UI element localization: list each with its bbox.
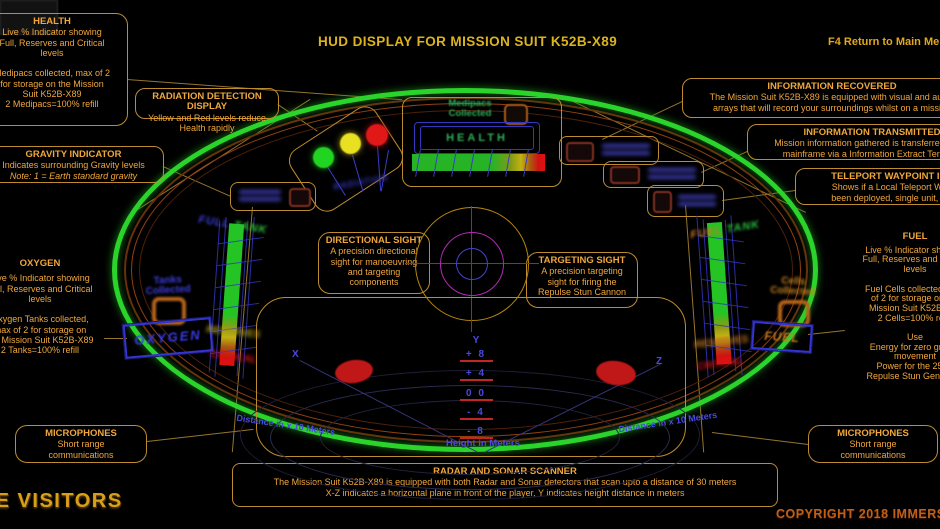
oxygen-label: OXYGEN [133,327,203,348]
page-title: HUD DISPLAY FOR MISSION SUIT K52B-X89 [318,34,618,49]
callout-health: HEALTH Live % Indicator showing Full, Re… [0,13,128,126]
radiation-yellow-light [340,133,361,154]
callout-gravity-body: Indicates surrounding Gravity levels [2,160,145,171]
radar-grid-arc [270,385,670,490]
callout-radiation-body: Yellow and Red levels reduce Health rapi… [148,112,266,133]
connector-line [808,330,845,335]
callout-health-title: HEALTH [33,16,71,27]
callout-fuel-title: FUEL [902,231,928,242]
radar-height-label: Height in Meters [446,438,520,449]
callout-directional-title: DIRECTIONAL SIGHT [325,235,423,246]
medipacs-collected-label: Medipacs Collected [448,98,492,119]
indicator-teleport [647,185,724,217]
callout-teleport-title: TELEPORT WAYPOINT INDICATOR [831,171,940,182]
health-gauge-frame-outer [414,122,540,154]
health-gauge-frame-inner: HEALTH [420,126,534,150]
cells-collected-label: Cells Collected [769,275,816,299]
callout-oxygen-title: OXYGEN [19,258,61,269]
radiation-green-light [313,147,334,168]
indicator-text-blur [648,165,696,182]
indicator-text-blur [602,141,650,158]
crosshair-inner-ring [456,248,488,280]
callout-info-recovered-title: INFORMATION RECOVERED [767,81,897,92]
callout-info-recovered-body: The Mission Suit K52B-X89 is equipped wi… [709,92,940,113]
callout-radiation: RADIATION DETECTION DISPLAY Yellow and R… [135,88,279,133]
radar-scale-rule [460,437,493,439]
radar-scale-rule [460,379,493,381]
callout-directional-sight: DIRECTIONAL SIGHT A precision directiona… [318,232,430,294]
corner-logo [0,0,58,35]
medipac-count-icon [504,104,528,125]
crosshair-mid-ring [440,232,504,296]
health-gauge-label: HEALTH [446,132,508,144]
connector-line [147,428,254,442]
indicator-text-blur [678,192,716,209]
callout-microphones-left: MICROPHONES Short range communications [15,425,147,463]
radar-scale-rule [460,418,493,420]
tanks-collected-label: Tanks Collected [145,274,191,298]
indicator-icon [653,191,672,213]
fuel-cell-icon [778,300,810,327]
radar-scale-value: + 4 [465,368,487,379]
callout-radiation-title: RADIATION DETECTION DISPLAY [152,91,262,113]
connector-line [711,432,809,445]
callout-microphones-right: MICROPHONES Short range communications [808,425,938,463]
indicator-gravity [230,182,316,211]
callout-fuel-body: Live % Indicator showing Full, Reserves … [862,244,940,381]
radiation-red-light [366,124,388,146]
callout-fuel: FUEL Live % Indicator showing Full, Rese… [845,229,940,381]
callout-health-body: Live % Indicator showing Full, Reserves … [0,27,111,110]
callout-mic-left-title: MICROPHONES [45,428,117,439]
indicator-text-blur [239,187,281,204]
indicator-info-transmitted [603,161,704,188]
callout-mic-right-title: MICROPHONES [837,428,909,439]
radar-scale-rule [460,360,493,362]
callout-info-transmitted-body: Mission information gathered is transfer… [774,138,940,159]
radar-scale-value: - 4 [467,407,485,418]
indicator-icon [566,142,594,162]
radar-scale-value: 0 0 [466,388,486,399]
callout-gravity-note: Note: 1 = Earth standard gravity [9,170,138,181]
radar-z-label: Z [656,356,663,367]
callout-targeting-body: A precision targeting sight for firing t… [537,266,627,297]
fuel-label: FUEL [763,328,801,346]
radar-scale-value: + 8 [465,349,487,360]
callout-targeting-sight: TARGETING SIGHT A precision targeting si… [526,252,638,308]
radar-grid-arc [240,370,700,500]
callout-oxygen-body: Live % Indicator showing Full, Reserves … [0,273,94,356]
callout-gravity: GRAVITY INDICATOR Indicates surrounding … [0,146,164,183]
callout-info-recovered: INFORMATION RECOVERED The Mission Suit K… [682,78,940,118]
radar-scale-value: - 8 [467,426,485,437]
oxygen-tank-icon [152,297,186,325]
callout-oxygen: OXYGEN Live % Indicator showing Full, Re… [0,256,125,366]
indicator-icon [610,166,640,184]
fuel-label-box: FUEL [751,320,813,354]
indicator-icon [289,188,311,207]
callout-mic-right-body: Short range communications [840,439,906,460]
callout-gravity-title: GRAVITY INDICATOR [25,149,122,160]
return-menu-hint[interactable]: F4 Return to Main Menu [828,36,940,48]
radar-x-label: X [292,349,299,360]
callout-info-transmitted-title: INFORMATION TRANSMITTED [803,127,940,138]
callout-teleport: TELEPORT WAYPOINT INDICATOR Shows if a L… [795,168,940,205]
radar-y-label: Y [472,335,480,346]
health-bar [412,154,545,171]
callout-directional-body: A precision directional sight for manoeu… [330,246,418,288]
callout-targeting-title: TARGETING SIGHT [538,255,626,266]
callout-mic-left-body: Short range communications [48,439,114,460]
connector-line [104,338,127,339]
callout-teleport-body: Shows if a Local Teleport Waypoint has b… [831,182,940,203]
copyright-text: COPYRIGHT 2018 IMMERSIVE [776,507,940,521]
radar-scale-rule [460,399,493,401]
callout-info-transmitted: INFORMATION TRANSMITTED Mission informat… [747,124,940,160]
brand-logo-text: THE VISITORS [0,490,123,512]
crosshair-outer-ring [415,207,529,321]
